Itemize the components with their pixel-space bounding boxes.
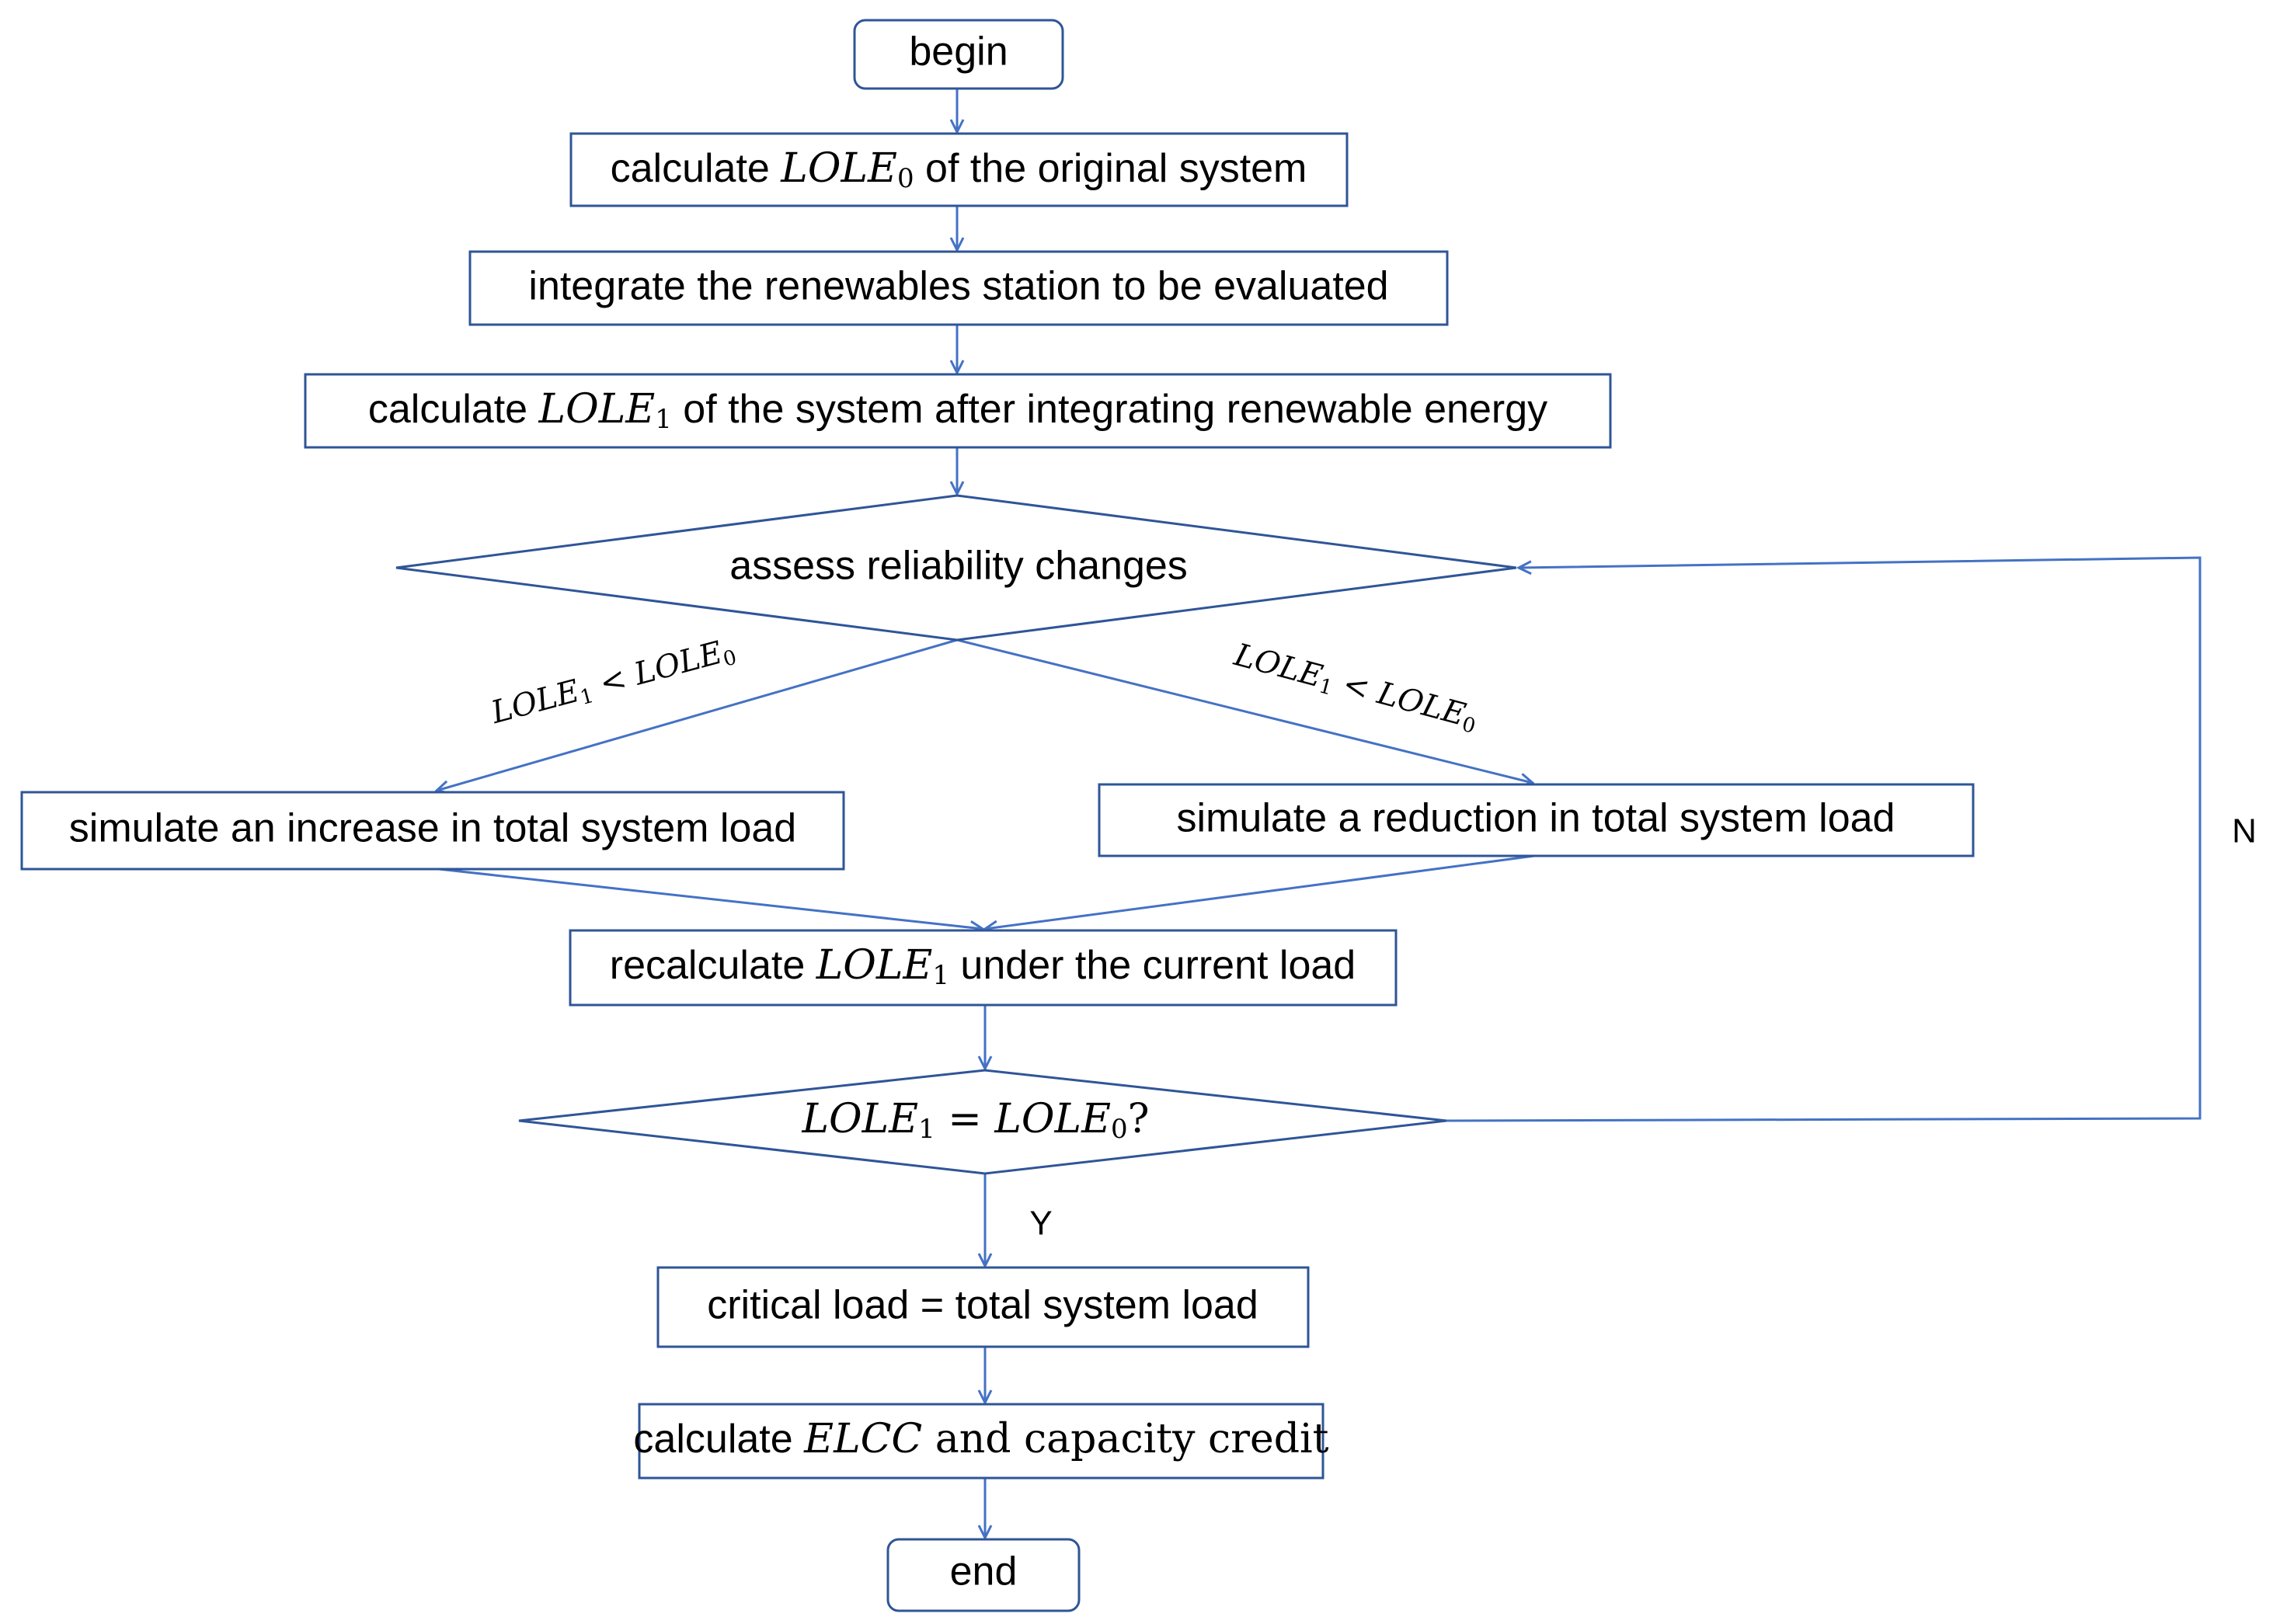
calc-lole0-pre: calculate	[611, 146, 781, 191]
right-branch-condition: LOLE1 < LOLE0	[1229, 637, 1481, 739]
calc-lole0-label: calculate LOLE0 of the original system	[611, 145, 1307, 195]
left-cond-b: LOLE	[630, 635, 726, 692]
integrate-node: integrate the renewables station to be e…	[468, 250, 1449, 326]
left-branch-condition: LOLE1 < LOLE0	[487, 631, 740, 733]
yes-label: Y	[1029, 1205, 1052, 1243]
recalc-pre: recalculate	[610, 943, 816, 988]
integrate-label: integrate the renewables station to be e…	[528, 264, 1388, 309]
right-cond-b-sub: 0	[1460, 713, 1478, 739]
calc-elcc-label: calculate ELCC and capacity credit	[633, 1416, 1328, 1462]
begin-node: begin	[853, 19, 1064, 90]
check-op: =	[935, 1096, 995, 1142]
right-cond-b: LOLE	[1373, 675, 1469, 732]
edge-assess-increase	[437, 638, 958, 791]
calc-lole1-post: of the system after integrating renewabl…	[672, 387, 1547, 432]
reduction-node: simulate a reduction in total system loa…	[1098, 783, 1975, 857]
svg-text:LOLE1 < LOLE0: LOLE1 < LOLE0	[1229, 637, 1481, 739]
critical-node: critical load = total system load	[656, 1266, 1310, 1348]
calc-lole1-var: LOLE	[538, 386, 656, 433]
critical-label: critical load = total system load	[707, 1283, 1258, 1328]
end-label: end	[950, 1549, 1018, 1594]
check-decision: LOLE1 = LOLE0?	[518, 1069, 1447, 1175]
recalc-var: LOLE	[816, 942, 933, 989]
end-node: end	[886, 1538, 1081, 1612]
calc-lole1-sub: 1	[655, 404, 672, 435]
calc-lole1-node: calculate LOLE1 of the system after inte…	[304, 373, 1612, 449]
calc-elcc-node: calculate ELCC and capacity credit	[633, 1403, 1329, 1480]
calc-lole1-pre: calculate	[368, 387, 539, 432]
calc-elcc-var: ELCC	[803, 1416, 922, 1462]
reduction-label: simulate a reduction in total system loa…	[1177, 796, 1895, 841]
assess-label: assess reliability changes	[729, 544, 1188, 589]
calc-lole0-post: of the original system	[914, 146, 1307, 191]
increase-node: simulate an increase in total system loa…	[20, 791, 845, 871]
recalc-label: recalculate LOLE1 under the current load	[610, 942, 1356, 992]
left-cond-a: LOLE	[487, 673, 583, 731]
left-cond-a-sub: 1	[578, 684, 597, 710]
recalc-post: under the current load	[949, 943, 1356, 988]
calc-lole0-var: LOLE	[780, 145, 897, 192]
recalc-node: recalculate LOLE1 under the current load	[569, 929, 1398, 1007]
calc-elcc-pre: calculate	[633, 1417, 804, 1462]
right-cond-a-sub: 1	[1317, 674, 1335, 700]
no-label: N	[2232, 812, 2257, 850]
check-rhs: LOLE	[994, 1096, 1111, 1142]
edge-reduction-recalc	[985, 854, 1535, 929]
edge-check-no-loop	[1446, 556, 2202, 1122]
svg-text:LOLE1 < LOLE0: LOLE1 < LOLE0	[487, 631, 740, 733]
recalc-sub: 1	[932, 960, 949, 991]
edge-increase-recalc	[438, 868, 983, 929]
edge-assess-reduction	[956, 638, 1533, 783]
check-rhs-sub: 0	[1111, 1114, 1128, 1145]
assess-decision: assess reliability changes	[395, 494, 1517, 642]
check-lhs-sub: 1	[918, 1114, 935, 1145]
right-cond-a: LOLE	[1230, 637, 1326, 694]
increase-label: simulate an increase in total system loa…	[69, 806, 796, 851]
calc-elcc-post: and capacity credit	[922, 1416, 1328, 1462]
check-label: LOLE1 = LOLE0?	[801, 1096, 1149, 1146]
left-cond-b-sub: 0	[721, 646, 740, 672]
calc-lole0-sub: 0	[897, 163, 914, 194]
check-lhs: LOLE	[801, 1096, 918, 1142]
calc-lole1-label: calculate LOLE1 of the system after inte…	[368, 386, 1547, 436]
begin-label: begin	[909, 30, 1008, 75]
calc-lole0-node: calculate LOLE0 of the original system	[569, 132, 1349, 207]
check-q: ?	[1128, 1096, 1150, 1142]
